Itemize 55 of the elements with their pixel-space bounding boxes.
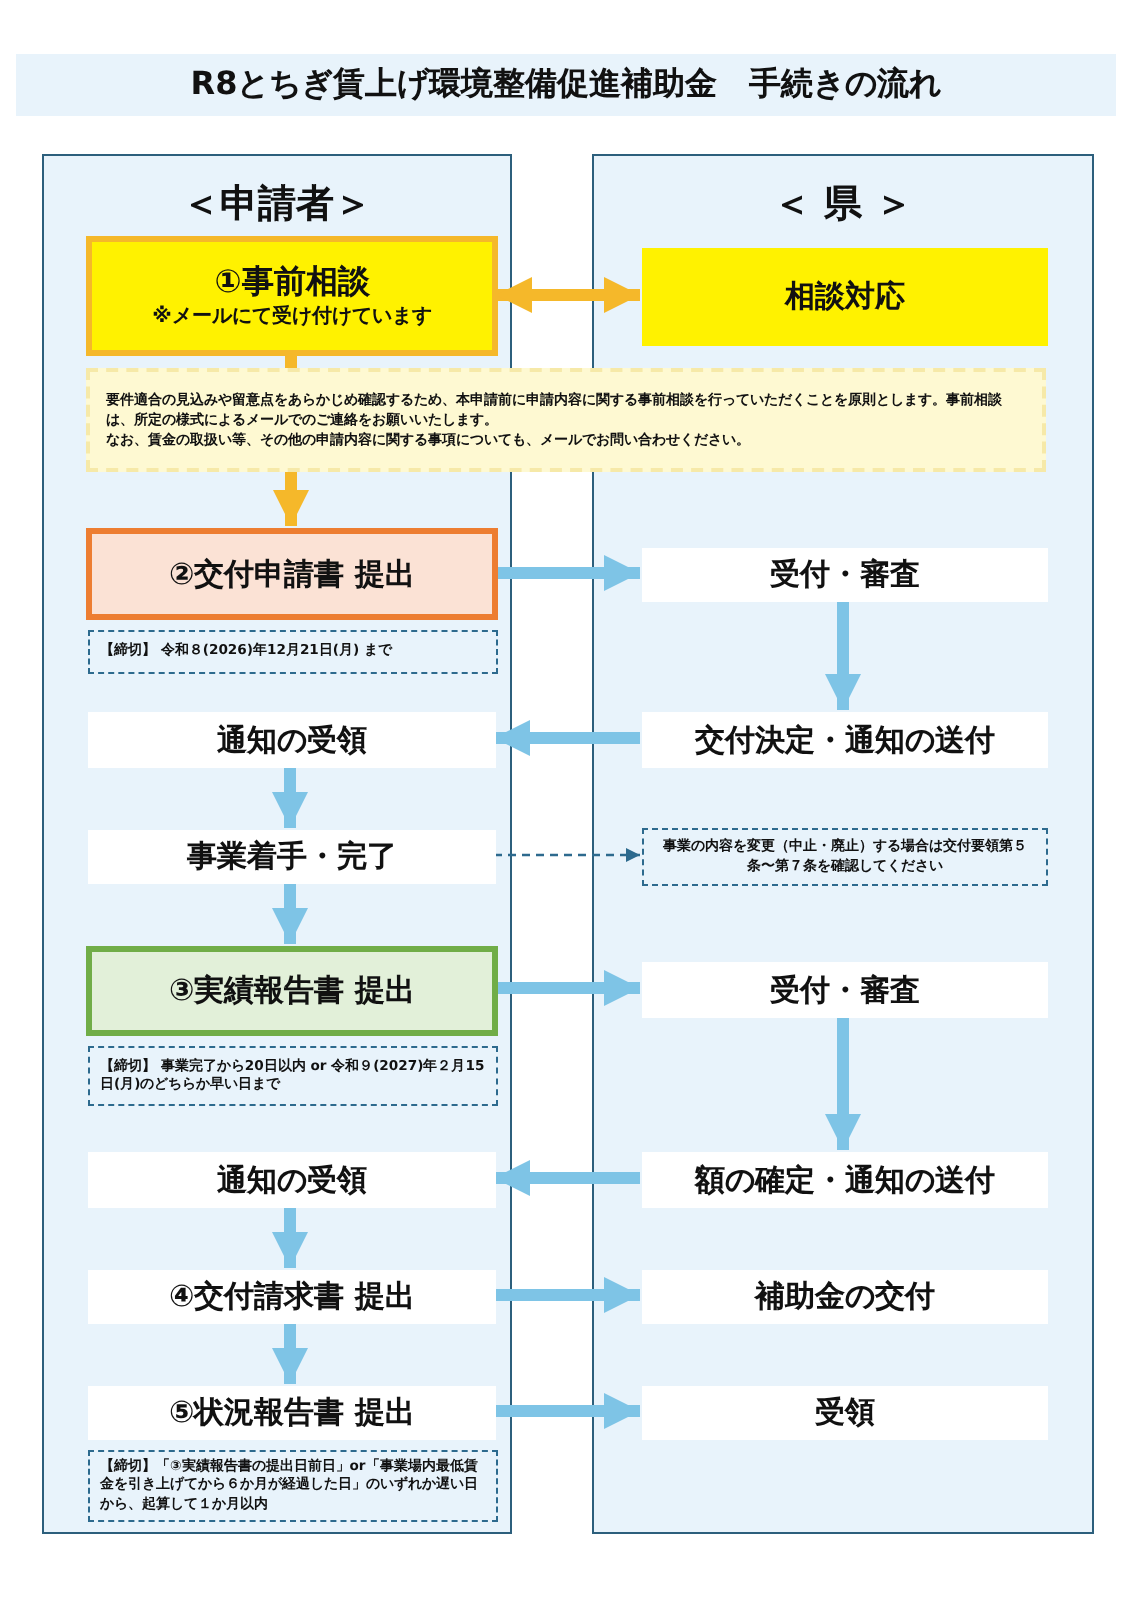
step-label: ④交付請求書 提出 [169, 1276, 415, 1318]
process-box [642, 962, 1048, 1018]
arrow [494, 1160, 640, 1196]
arrow [825, 1016, 861, 1150]
column-heading: ＜申請者＞ [182, 180, 372, 230]
deadline-box [88, 1046, 498, 1106]
step-label: ③実績報告書 提出 [169, 970, 415, 1012]
deadline-box [88, 1450, 498, 1522]
note-box [642, 828, 1048, 886]
title-banner: R8とちぎ賃上げ環境整備促進補助金 手続きの流れ [16, 54, 1116, 116]
deadline-box [88, 630, 498, 674]
note-box [86, 368, 1046, 472]
step-label: ⑤状況報告書 提出 [169, 1392, 415, 1434]
arrow [496, 277, 640, 313]
step-label: 受領 [815, 1392, 875, 1434]
process-box [88, 830, 496, 884]
arrow [494, 1277, 640, 1313]
step-label: 事業着手・完了 [187, 836, 397, 878]
step-label: 相談対応 [785, 276, 905, 318]
arrow [273, 472, 309, 526]
step-label: 受付・審査 [770, 554, 920, 596]
process-box [642, 712, 1048, 768]
step-label: 通知の受領 [217, 1159, 367, 1201]
process-box [642, 548, 1048, 602]
process-box [642, 1152, 1048, 1208]
column-panel [42, 154, 512, 1534]
step-box [86, 946, 498, 1036]
process-box [88, 1270, 496, 1324]
arrow [494, 1393, 640, 1429]
step-box [86, 236, 498, 356]
step-note: ※メールにて受け付けています [152, 304, 432, 332]
process-box [642, 1270, 1048, 1324]
arrow [494, 848, 640, 862]
process-box [88, 1152, 496, 1208]
step-label: ①事前相談 [214, 260, 370, 305]
arrow [272, 1206, 308, 1268]
process-box [642, 1386, 1048, 1440]
arrow [496, 555, 640, 591]
arrow [825, 600, 861, 710]
arrow [272, 882, 308, 944]
arrow [272, 1322, 308, 1384]
step-box [86, 528, 498, 620]
step-label: 通知の受領 [217, 719, 367, 761]
step-label: 交付決定・通知の送付 [695, 719, 995, 761]
step-label: 補助金の交付 [755, 1276, 935, 1318]
process-box [88, 712, 496, 768]
arrow [272, 766, 308, 828]
step-label: 額の確定・通知の送付 [695, 1159, 995, 1201]
process-box [642, 248, 1048, 346]
process-box [88, 1386, 496, 1440]
step-label: 受付・審査 [770, 969, 920, 1011]
step-label: ②交付申請書 提出 [169, 553, 415, 595]
column-heading: ＜ 県 ＞ [772, 180, 914, 230]
arrow [496, 970, 640, 1006]
arrow [494, 720, 640, 756]
